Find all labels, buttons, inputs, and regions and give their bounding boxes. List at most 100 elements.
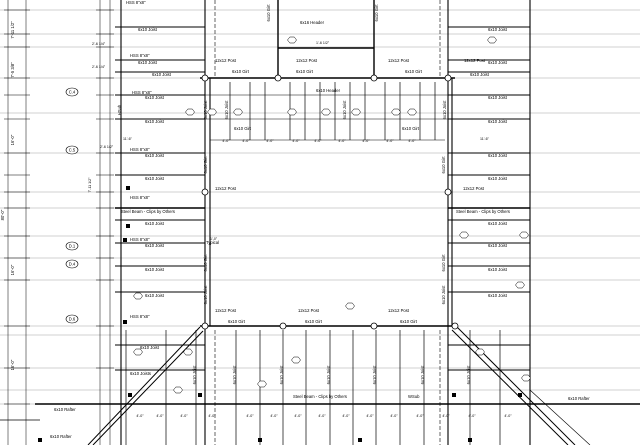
vgirt-4: 6x10 Girt — [441, 156, 446, 174]
left-dimension-labels: 7'-11 1/2" 7'-5 3/8" 16'-0" 16'-0" 16'-0… — [0, 21, 92, 371]
grid-bubbles: C.4 C.5 D.1 D.4 D.6 — [65, 87, 79, 324]
detail-tag-3 — [233, 108, 243, 116]
dim-4-0-top-5: 4'-0" — [314, 139, 322, 143]
post-4 — [444, 74, 452, 82]
vjoist-1: 6x10 Joist — [203, 100, 208, 120]
detail-tag-21 — [475, 348, 485, 356]
dim-2-6-1-4-b: 2'-6 1/4" — [92, 65, 106, 69]
joist-label-r2: 6x10 Joist — [488, 60, 508, 65]
typical-label: Typical — [206, 240, 219, 245]
dim-4-0-bottom-4: 4'-0" — [208, 414, 216, 418]
vgirt-3: 6x10 Girt — [203, 156, 208, 174]
joist-label-r4: 6x10 Joist — [488, 95, 508, 100]
grid-bubble-d4-label: D.4 — [69, 262, 76, 267]
grid-bubble-d1: D.1 — [65, 241, 79, 251]
detail-tag-7 — [391, 108, 401, 116]
dim-4-0-bottom-5: 4'-0" — [246, 414, 254, 418]
dim-1-0: 1'-0" — [210, 237, 218, 241]
hss-label-6: HSS 8"x8" — [130, 237, 150, 242]
post-label-6: 12x12 Post — [463, 186, 485, 191]
hss-label-4: HSS 8"x8" — [130, 147, 150, 152]
post-7 — [370, 322, 378, 330]
left-dimension-chain — [7, 0, 111, 445]
grid-bubble-c5-label: C.5 — [69, 148, 76, 153]
dim-1-6-1-2: 1'-6 1/2" — [316, 41, 330, 45]
detail-tag-10 — [519, 231, 529, 239]
dim-4-0-bottom-10: 4'-0" — [366, 414, 374, 418]
dim-2-6-1-4-a: 2'-6 1/4" — [92, 42, 106, 46]
dim-4-0-bottom-1: 4'-0" — [136, 414, 144, 418]
dim-4-0-top-3: 4'-0" — [266, 139, 274, 143]
rafter-right-dim — [529, 389, 591, 445]
vjoist-3: 6x10 Joist — [203, 285, 208, 305]
vjoist-12: 6x10 Joist — [420, 365, 425, 385]
girt-label-1: 6x10 Girt — [232, 69, 250, 74]
left-dim-top: 7'-11 1/2" — [10, 21, 15, 39]
dim-4-0-top-1: 4'-0" — [222, 139, 230, 143]
dim-4-0-bottom-6: 4'-0" — [270, 414, 278, 418]
joist-label-r8: 6x10 Joist — [488, 221, 508, 226]
vjoist-9: 6x10 Joist — [279, 365, 284, 385]
hss-label-2: HSS 8"x8" — [130, 53, 150, 58]
post-1 — [201, 74, 209, 82]
post-label-8: 12x12 Post — [298, 308, 320, 313]
detail-tag-9 — [459, 231, 469, 239]
grid-bubble-d1-label: D.1 — [69, 244, 76, 249]
joist-label-r9: 6x10 Joist — [488, 243, 508, 248]
joist-label-r6: 6x10 Joist — [488, 153, 508, 158]
joist-label-r3: 6x10 Joist — [470, 72, 490, 77]
dimension-ticks — [4, 9, 114, 405]
connection-mark-6 — [518, 393, 522, 397]
vjoist-4: 6x10 Joist — [441, 285, 446, 305]
girt-label-4: 6x10 Girt — [234, 126, 252, 131]
detail-tag-16 — [345, 302, 355, 310]
dim-4-0-bottom-3: 4'-0" — [180, 414, 188, 418]
vertical-labels: 6x10 Girt 6x10 Girt 6x10 Joist 6x10 Jois… — [117, 4, 471, 385]
post-9 — [201, 188, 209, 196]
vjoist-10: 6x10 Joist — [326, 365, 331, 385]
rafter-label-right: 6x10 Rafter — [568, 396, 590, 401]
dim-4-0-bottom-15: 4'-0" — [504, 414, 512, 418]
hss-label-7: HSS 8"x8" — [130, 314, 150, 319]
hsub-label: HSub — [117, 104, 122, 115]
connection-marks — [38, 186, 522, 442]
joist-label-r10: 6x10 Joist — [488, 267, 508, 272]
dim-4-0-bottom-12: 4'-0" — [416, 414, 424, 418]
dim-4-0-bottom-2: 4'-0" — [156, 414, 164, 418]
left-dim-total: 80'-0" — [0, 209, 5, 220]
header-6x16: 6x16 Header — [300, 20, 325, 25]
girt-label-7: 6x10 Girt — [305, 319, 323, 324]
rafter-label-left-2: 6x10 Rafter — [50, 434, 72, 439]
detail-tag-1 — [287, 36, 297, 44]
detail-tag-5 — [321, 108, 331, 116]
post-2 — [274, 74, 282, 82]
detail-tag-18 — [291, 356, 301, 364]
dim-11-6-left: 11'-6" — [123, 137, 133, 141]
connection-mark-2 — [126, 224, 130, 228]
vjoist-13: 6x10 Joist — [466, 365, 471, 385]
hss-label-5: HSS 8"x8" — [130, 195, 150, 200]
post-label-2: 12x12 Post — [296, 58, 318, 63]
joist-label-l5: 6x10 Joist — [145, 119, 165, 124]
connection-mark-8 — [258, 438, 262, 442]
dim-4-0-top-2: 4'-0" — [242, 139, 250, 143]
post-label-1: 12x12 Post — [215, 58, 237, 63]
connection-mark-12 — [123, 238, 127, 242]
detail-tag-8 — [407, 108, 417, 116]
post-label-4: 12x12 Post — [464, 58, 486, 63]
vjoist-2: 6x10 Joist — [442, 100, 447, 120]
connection-mark-9 — [358, 438, 362, 442]
girt-label-8: 6x10 Girt — [400, 319, 418, 324]
rafter-left-inner — [92, 330, 204, 445]
grid-bubble-d6-label: D.6 — [69, 317, 76, 322]
dim-4-0-bottom-7: 4'-0" — [294, 414, 302, 418]
post-label-3: 12x12 Post — [388, 58, 410, 63]
joist-label-l10: 6x10 Joist — [145, 267, 165, 272]
dim-4-0-top-8: 4'-0" — [386, 139, 394, 143]
diagonal-rafters — [0, 324, 591, 445]
dashed-girts — [214, 0, 441, 445]
left-dim-2: 7'-5 3/8" — [10, 62, 15, 78]
joist-label-r7: 6x10 Joist — [488, 176, 508, 181]
dim-4-0-bottom-8: 4'-0" — [318, 414, 326, 418]
vgirt-6: 6x10 Girt — [441, 254, 446, 272]
